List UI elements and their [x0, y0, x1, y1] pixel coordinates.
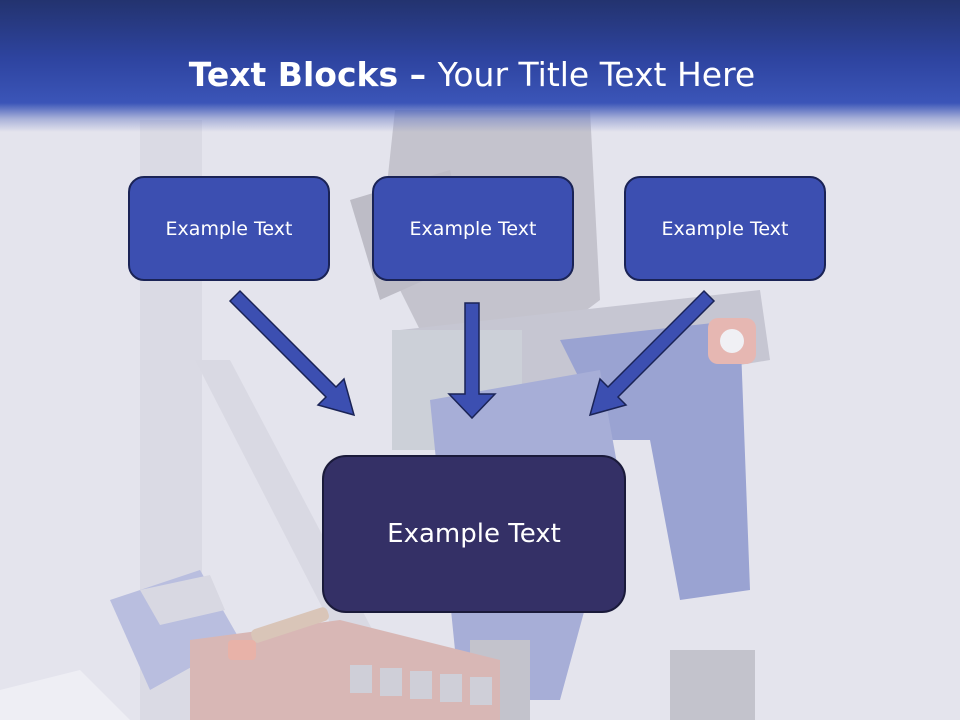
- header-band: [0, 0, 960, 132]
- text-block-right[interactable]: Example Text: [624, 176, 826, 281]
- title-bold-part: Text Blocks: [188, 55, 399, 94]
- text-block-target-label: Example Text: [387, 519, 561, 549]
- title-rest: Your Title Text Here: [437, 55, 756, 94]
- title-dash: –: [398, 55, 438, 94]
- slide-title: Text Blocks – Your Title Text Here: [0, 52, 944, 98]
- text-block-center[interactable]: Example Text: [372, 176, 574, 281]
- text-block-center-label: Example Text: [409, 217, 537, 240]
- text-block-left[interactable]: Example Text: [128, 176, 330, 281]
- text-block-right-label: Example Text: [661, 217, 789, 240]
- text-block-target[interactable]: Example Text: [322, 455, 626, 613]
- text-block-left-label: Example Text: [165, 217, 293, 240]
